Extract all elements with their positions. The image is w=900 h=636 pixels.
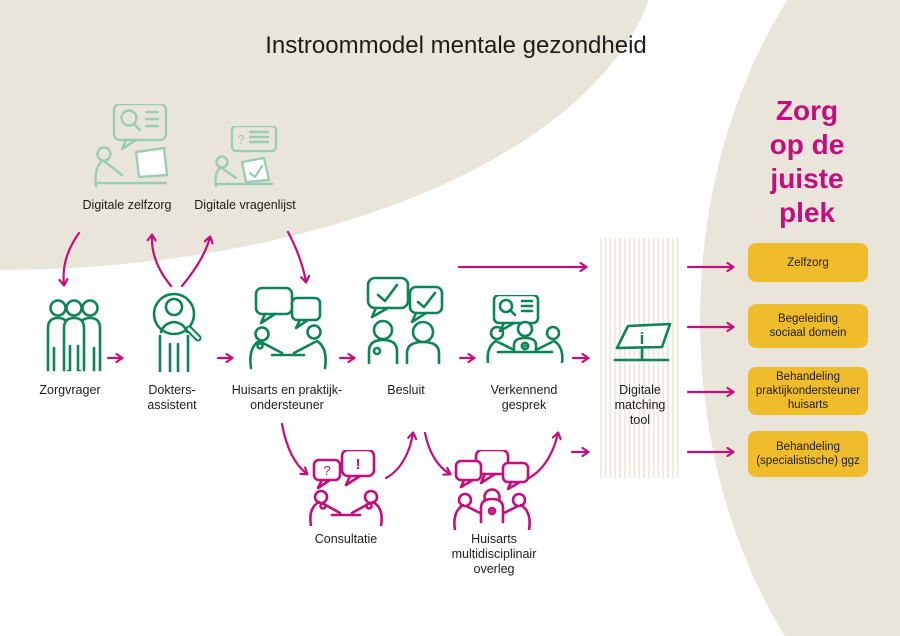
svg-text:?: ? xyxy=(237,132,244,147)
consultatie-icon: ? ! xyxy=(308,450,384,526)
zorgvrager-label: Zorgvrager xyxy=(39,383,101,397)
digitale-vragenlijst-label: Digitale vragenlijst xyxy=(194,198,296,212)
outcome-behandeling-specialistische-ggz: Behandeling (specialistische) ggz xyxy=(748,431,868,477)
outcome-zelfzorg: Zelfzorg xyxy=(748,243,868,282)
matching-tool-band xyxy=(600,238,681,478)
svg-text:i: i xyxy=(640,329,645,348)
consultatie-label: Consultatie xyxy=(314,532,378,546)
digitale-zelfzorg-icon xyxy=(94,104,170,188)
outcomes-heading: Zorg op de juiste plek xyxy=(769,95,845,228)
digitale-vragenlijst-icon: ? xyxy=(214,126,278,188)
doktersassistent-label: Dokters- assistent xyxy=(147,383,197,412)
verkennend-gesprek-icon xyxy=(486,295,564,363)
outcome-begeleiding-sociaal-domein: Begeleiding sociaal domein xyxy=(748,304,868,348)
page-title: Instroommodel mentale gezondheid xyxy=(265,32,647,59)
arrow-consultatie-to-besluit xyxy=(384,433,413,480)
verkennend-gesprek-label: Verkennend gesprek xyxy=(490,383,558,412)
digitale-matching-tool-icon: i xyxy=(612,322,672,366)
digitale-matching-tool-label: Digitale matching tool xyxy=(614,383,666,427)
besluit-label: Besluit xyxy=(387,383,425,397)
arrow-besluit-to-overleg xyxy=(423,431,450,474)
huisarts-praktijkondersteuner-icon xyxy=(246,286,330,370)
svg-text:!: ! xyxy=(356,456,361,473)
svg-text:?: ? xyxy=(323,463,330,478)
arrow-vragenlijst-to-huisarts xyxy=(286,230,306,282)
digitale-zelfzorg-label: Digitale zelfzorg xyxy=(82,198,172,212)
zorgvrager-icon xyxy=(44,298,104,372)
huisarts-multidisciplinair-overleg-icon xyxy=(452,450,532,530)
outcome-behandeling-praktijkondersteuner: Behandeling praktijkondersteuner huisart… xyxy=(748,367,868,415)
huisarts-praktijkondersteuner-label: Huisarts en praktijk- ondersteuner xyxy=(231,383,343,412)
doktersassistent-icon xyxy=(148,292,204,372)
arrow-overleg-to-gesprek xyxy=(527,433,558,480)
huisarts-multidisciplinair-overleg-label: Huisarts multidisciplinair overleg xyxy=(451,532,537,576)
besluit-icon xyxy=(366,274,446,364)
arrow-huisarts-to-consultatie xyxy=(280,422,307,474)
